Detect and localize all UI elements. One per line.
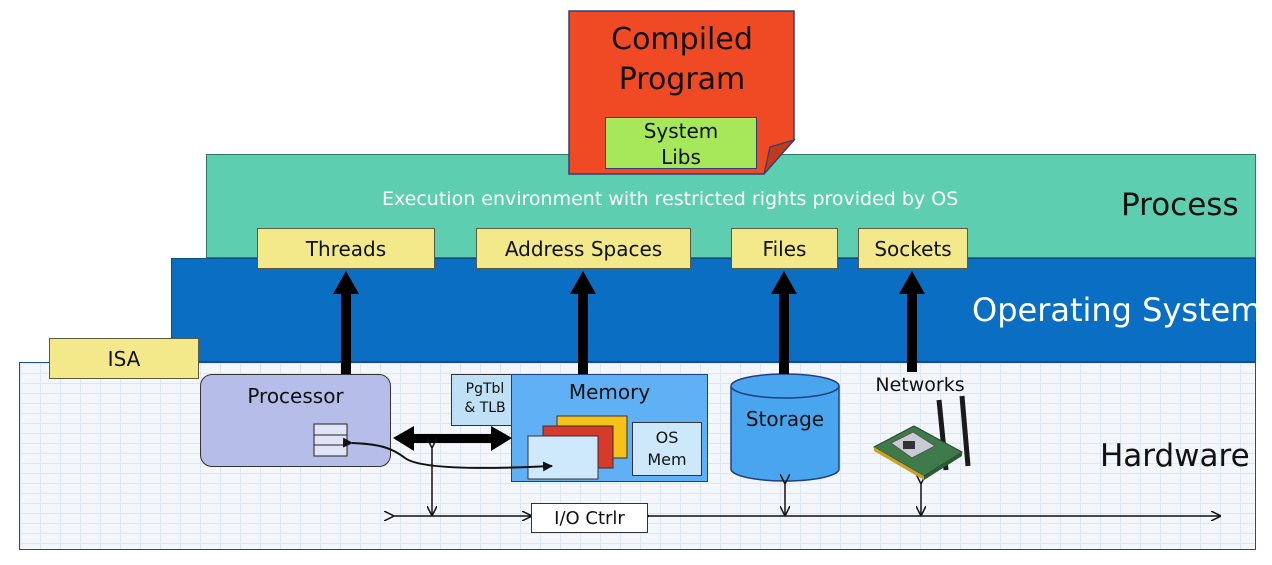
pgtbl-tlb-box: PgTbl & TLB	[451, 374, 519, 426]
isa-box: ISA	[49, 338, 199, 379]
pgtbl-line-1: PgTbl	[465, 381, 505, 397]
networks-label: Networks	[875, 374, 965, 396]
system-libs-line-1: System	[643, 119, 719, 143]
operating-system-layer	[171, 258, 1256, 362]
memory-page-front	[527, 435, 599, 480]
processor-register	[313, 423, 348, 457]
up-arrow-threads	[333, 271, 359, 374]
pgtbl-line-2: & TLB	[464, 400, 506, 416]
system-libs-line-2: Libs	[661, 145, 701, 169]
system-libs-box: System Libs	[605, 117, 757, 169]
up-arrow-address-spaces	[570, 271, 596, 374]
threads-box: Threads	[257, 228, 435, 269]
compiled-line-1: Compiled	[611, 22, 753, 57]
network-card-icon	[872, 395, 971, 480]
sockets-box: Sockets	[858, 228, 968, 269]
hardware-title: Hardware	[1100, 438, 1250, 474]
os-mem-box: OS Mem	[632, 422, 702, 476]
operating-system-title: Operating System	[972, 291, 1262, 329]
process-title: Process	[1121, 187, 1239, 223]
os-mem-line-2: Mem	[647, 450, 687, 469]
processor-label: Processor	[247, 384, 344, 408]
process-subtitle: Execution environment with restricted ri…	[382, 188, 959, 210]
processor-memory-bus	[393, 426, 512, 451]
register-page-pointer	[342, 437, 553, 472]
storage-label: Storage	[745, 407, 825, 431]
compiled-program-label: Compiled Program	[570, 20, 794, 100]
storage-cylinder	[730, 373, 840, 482]
os-mem-line-1: OS	[655, 428, 679, 447]
address-spaces-box: Address Spaces	[476, 228, 691, 269]
memory-label: Memory	[568, 380, 651, 404]
up-arrow-files	[771, 271, 797, 374]
files-box: Files	[731, 228, 838, 269]
io-controller-box: I/O Ctrlr	[531, 503, 648, 533]
compiled-line-2: Program	[618, 62, 746, 97]
up-arrow-sockets	[899, 271, 925, 372]
